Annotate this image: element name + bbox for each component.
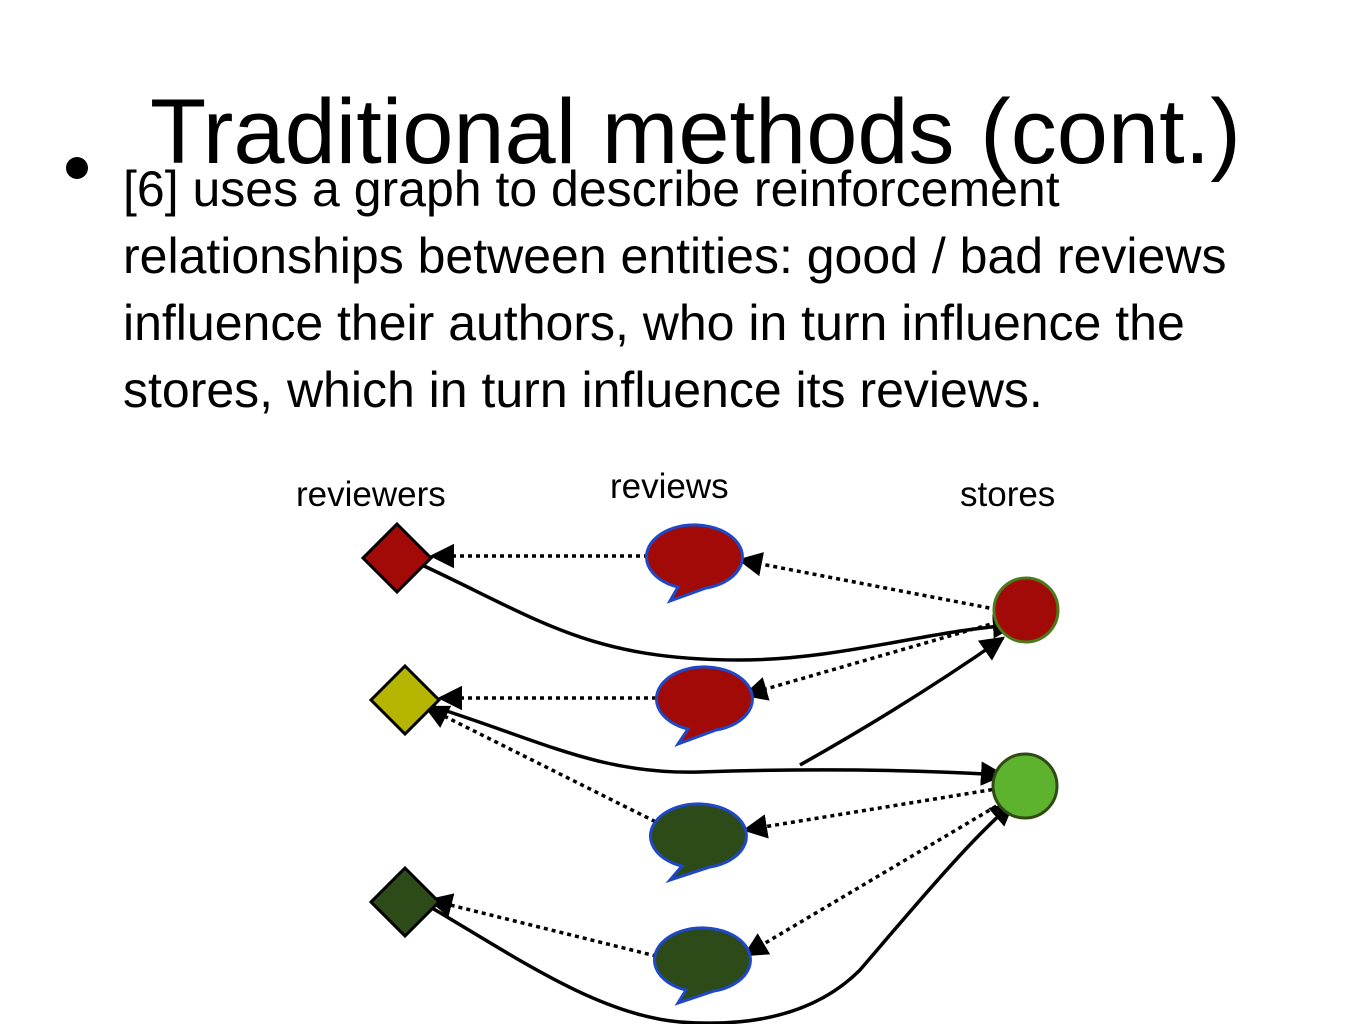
bullet-dot — [66, 157, 88, 179]
review-nodes — [644, 523, 754, 1006]
review-3-bubble — [648, 802, 748, 884]
bullet-text: [6] uses a graph to describe reinforceme… — [123, 161, 1227, 418]
solid-edges — [421, 563, 1018, 1024]
review-1-bubble — [644, 523, 744, 604]
edge-reviewer-1-store-1 — [421, 563, 1018, 662]
edge-reviewer-3-store-2 — [431, 801, 1015, 1024]
dotted-edges — [423, 543, 1011, 962]
slide-title: Traditional methods (cont.) — [150, 81, 1241, 183]
review-2-bubble — [654, 665, 754, 747]
edge-review-3-reviewer-2 — [423, 705, 685, 838]
edge-reviewer-2-store-2 — [427, 703, 1006, 786]
reviewer-nodes — [360, 521, 442, 939]
edge-store-1-review-2 — [742, 618, 1006, 701]
edge-store-2-review-4 — [742, 796, 1011, 957]
edge-store-1-review-1 — [737, 552, 1006, 613]
edge-review-4-reviewer-3 — [427, 893, 673, 962]
store-nodes — [991, 576, 1060, 820]
label-stores: stores — [960, 475, 1055, 514]
reviewer-2-diamond — [368, 663, 442, 737]
reviewer-1-diamond — [360, 521, 434, 595]
label-reviews: reviews — [610, 467, 729, 506]
edge-reviewer-2-store-1 — [799, 636, 1006, 767]
review-4-bubble — [652, 926, 752, 1006]
store-2-circle — [991, 752, 1059, 820]
label-reviewers: reviewers — [296, 475, 446, 514]
reviewer-3-diamond — [368, 865, 442, 939]
store-1-circle — [992, 576, 1060, 644]
